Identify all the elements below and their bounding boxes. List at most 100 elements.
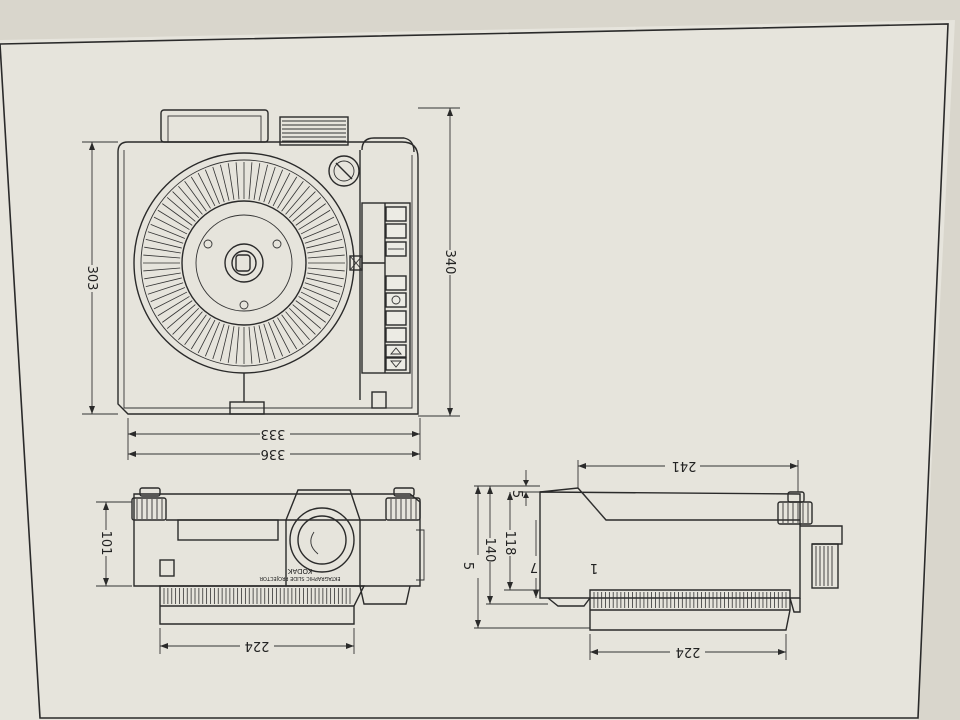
tray-slot-line bbox=[204, 169, 220, 205]
knob-ridges bbox=[136, 499, 417, 519]
tray-slot-line bbox=[166, 197, 196, 222]
tray-slot-line bbox=[263, 323, 276, 360]
tray-slot-line bbox=[277, 176, 298, 209]
tray-side-right bbox=[589, 589, 791, 631]
tray-slot-line bbox=[304, 231, 341, 244]
tray-slot-line bbox=[166, 304, 196, 329]
dim-5-outer: 5 bbox=[460, 562, 475, 570]
tray-slot-line bbox=[204, 321, 220, 357]
tray-slot-line bbox=[307, 267, 345, 272]
tray-slot-line bbox=[304, 282, 341, 295]
projector-body-front bbox=[117, 141, 419, 415]
dim-340: 340 bbox=[442, 250, 457, 275]
tray-slot-line bbox=[288, 307, 316, 335]
lens bbox=[289, 507, 355, 573]
tray-slot-line bbox=[235, 162, 240, 200]
dim-333: 333 bbox=[261, 426, 286, 441]
tray-slot-line bbox=[272, 319, 291, 354]
dim-224-right: 224 bbox=[676, 644, 701, 659]
tray-slot-line bbox=[307, 272, 344, 280]
tray-slot-line bbox=[281, 314, 304, 345]
top-view: KODAK EKTAGRAPHIC SLIDE PROJECTOR bbox=[131, 487, 425, 625]
tray-slot-line bbox=[298, 296, 331, 317]
tray-slot-line bbox=[268, 321, 284, 357]
tray-slot-line bbox=[268, 169, 284, 205]
tray-slot-line bbox=[150, 223, 186, 239]
tray-slot-line bbox=[197, 319, 216, 354]
tray-slot-line bbox=[295, 300, 326, 323]
drawing-frame bbox=[0, 23, 949, 719]
tray-slot-line bbox=[153, 216, 188, 235]
top-dimensions: 101 224 bbox=[96, 501, 355, 654]
tray-slot-line bbox=[172, 307, 200, 335]
dim-118: 118 bbox=[502, 531, 517, 556]
tray-slot-line bbox=[288, 191, 316, 219]
tray-slot-line bbox=[144, 246, 181, 254]
tray-slot-line bbox=[235, 326, 240, 364]
dim-303: 303 bbox=[84, 266, 99, 291]
tray-slot-line bbox=[253, 326, 261, 363]
dim-140: 140 bbox=[482, 538, 497, 563]
tray-slot-line bbox=[277, 317, 298, 350]
tray-slot-line bbox=[263, 166, 276, 203]
tray-slot-line bbox=[307, 246, 344, 254]
dim-336: 336 bbox=[261, 446, 286, 461]
tray-slot-line bbox=[197, 172, 216, 207]
left-knob bbox=[131, 497, 167, 521]
tray-slot-line bbox=[153, 291, 188, 310]
tray-slot-line bbox=[248, 162, 253, 200]
paper-sheet bbox=[0, 20, 955, 720]
tray-slot-line bbox=[144, 272, 181, 280]
tray-slot-line bbox=[157, 209, 190, 230]
tray-slot-line bbox=[220, 325, 230, 362]
tray-slot-line bbox=[306, 239, 343, 249]
dim-7: 7 bbox=[530, 559, 538, 574]
grille-fins bbox=[815, 546, 833, 586]
tray-slot-line bbox=[302, 287, 338, 303]
tray-slot-line bbox=[292, 304, 322, 329]
tray-slot-line bbox=[190, 317, 211, 350]
tray-slot-line bbox=[145, 277, 182, 287]
tray-slot-line bbox=[307, 254, 345, 259]
focus-knob bbox=[279, 116, 349, 146]
projector-body-top bbox=[133, 493, 421, 587]
tray-slot-line bbox=[220, 164, 230, 201]
tray-slot-line bbox=[302, 223, 338, 239]
tray-slot-line bbox=[285, 185, 310, 215]
tray-slot-line bbox=[258, 325, 268, 362]
focus-knob-ridges bbox=[282, 120, 346, 142]
tray-ribs-top bbox=[163, 588, 351, 604]
tray-slot-line bbox=[248, 326, 253, 364]
side-view: 1 bbox=[539, 487, 843, 631]
tray-slot-line bbox=[253, 163, 261, 200]
side-dimensions: 241 224 5 140 118 5 bbox=[460, 458, 799, 660]
side-knob-ridges bbox=[782, 503, 809, 523]
side-marker: 1 bbox=[590, 560, 598, 575]
front-view bbox=[117, 109, 419, 415]
elevation-knob bbox=[328, 155, 360, 187]
tray-slot-line bbox=[212, 166, 225, 203]
brand-badge bbox=[159, 559, 175, 577]
tray-slot-line bbox=[292, 197, 322, 222]
control-buttons bbox=[385, 206, 407, 371]
tray-hub bbox=[224, 243, 264, 283]
tray-slot-line bbox=[227, 163, 235, 200]
tray-slot-line bbox=[258, 164, 268, 201]
control-panel bbox=[361, 202, 411, 374]
tray-slot-line bbox=[306, 277, 343, 287]
tray-slot-line bbox=[298, 209, 331, 230]
dim-101: 101 bbox=[98, 531, 113, 556]
dim-241: 241 bbox=[672, 458, 697, 473]
tray-slot-line bbox=[143, 254, 181, 259]
tray-slot-line bbox=[272, 172, 291, 207]
dim-5-inner: 5 bbox=[509, 490, 524, 498]
tray-slot-line bbox=[281, 181, 304, 212]
tray-slot-line bbox=[295, 203, 326, 226]
tray-slot-line bbox=[150, 287, 186, 303]
tray-slot-line bbox=[285, 311, 310, 341]
dim-224-left: 224 bbox=[245, 638, 270, 653]
foot bbox=[229, 401, 265, 415]
front-dimensions: 333 336 303 340 bbox=[82, 107, 460, 461]
tray-slot-line bbox=[157, 296, 190, 317]
